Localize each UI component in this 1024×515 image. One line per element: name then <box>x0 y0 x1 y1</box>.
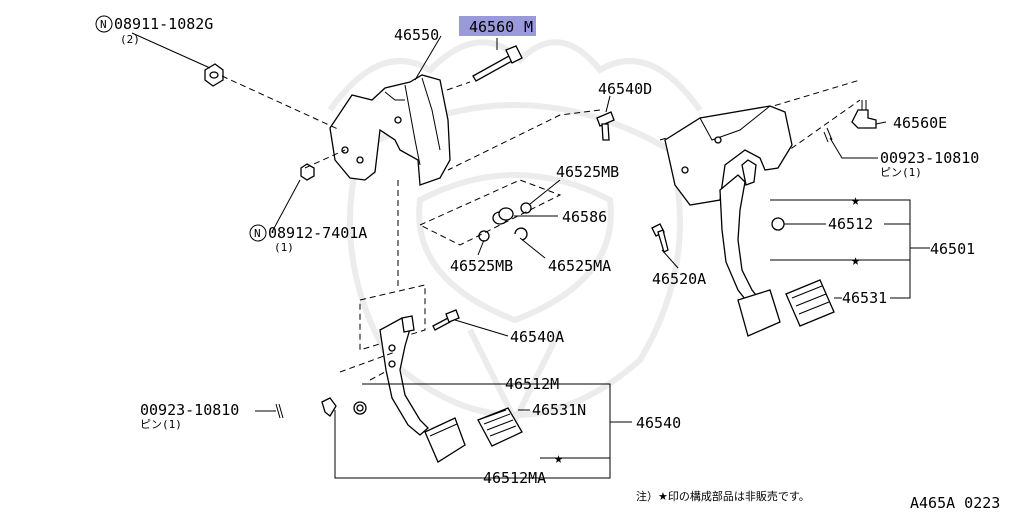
svg-text:ピン(1): ピン(1) <box>140 418 182 431</box>
clutch-pedal-46540 <box>339 284 466 463</box>
nut-08911 <box>204 63 224 87</box>
svg-text:08912-7401A: 08912-7401A <box>268 224 367 242</box>
label-08911: N 08911-1082G (2) <box>95 15 213 46</box>
label-46512M: 46512M <box>505 375 559 393</box>
label-46531: 46531 <box>842 289 887 307</box>
label-46540A: 46540A <box>510 328 564 346</box>
label-46512MA: 46512MA <box>483 469 546 487</box>
brake-pedal-46501 <box>659 79 861 337</box>
label-46550: 46550 <box>394 26 439 44</box>
svg-text:ピン(1): ピン(1) <box>880 166 922 179</box>
label-46531N: 46531N <box>532 401 586 419</box>
svg-text:(2): (2) <box>120 33 140 46</box>
svg-text:46560: 46560 <box>469 18 514 36</box>
label-46520A: 46520A <box>652 270 706 288</box>
label-46540: 46540 <box>636 414 681 432</box>
svg-text:00923-10810: 00923-10810 <box>140 401 239 419</box>
pad-46531 <box>785 279 835 327</box>
bolt-46560E <box>851 100 877 129</box>
circle-n-mark: N <box>100 18 107 31</box>
diagram-id: A465A 0223 <box>910 494 1000 510</box>
stopper-46512M <box>353 401 367 415</box>
stopper-46512 <box>771 217 785 231</box>
nut-08912 <box>300 163 315 181</box>
bolt-46560M <box>472 45 523 82</box>
pad-46531N <box>477 407 523 447</box>
svg-text:00923-10810: 00923-10810 <box>880 149 979 167</box>
pin-left <box>275 397 337 419</box>
pin-right <box>823 127 833 143</box>
star-mark: ★ <box>851 251 860 269</box>
label-pin-left: 00923-10810 ピン(1) <box>140 401 239 431</box>
label-46560E: 46560E <box>893 114 947 132</box>
watermark-emblem <box>327 39 703 427</box>
bolt-46520A <box>651 223 669 253</box>
svg-text:M: M <box>524 18 533 36</box>
pedal-bracket-46550 <box>329 74 451 186</box>
svg-text:08911-1082G: 08911-1082G <box>114 15 213 33</box>
bolt-46540D <box>596 111 615 141</box>
label-46525MA: 46525MA <box>548 257 611 275</box>
label-46512: 46512 <box>828 215 873 233</box>
label-46525MB-bottom: 46525MB <box>450 257 513 275</box>
label-46540D: 46540D <box>598 80 652 98</box>
label-08912: N 08912-7401A (1) <box>249 224 367 254</box>
bolt-46540A <box>432 309 460 331</box>
leader-lines <box>131 32 930 479</box>
svg-text:N: N <box>254 227 261 240</box>
label-46560M[interactable]: 46560 M <box>459 16 536 36</box>
svg-text:(1): (1) <box>274 241 294 254</box>
footnote: 注）★印の構成部品は非販売です。 <box>636 489 810 503</box>
star-mark: ★ <box>851 191 860 209</box>
highlight-box <box>459 16 536 36</box>
label-46586: 46586 <box>562 208 607 226</box>
label-46501: 46501 <box>930 240 975 258</box>
label-46525MB-top: 46525MB <box>556 163 619 181</box>
star-mark: ★ <box>554 449 563 467</box>
label-pin-right: 00923-10810 ピン(1) <box>880 149 979 179</box>
